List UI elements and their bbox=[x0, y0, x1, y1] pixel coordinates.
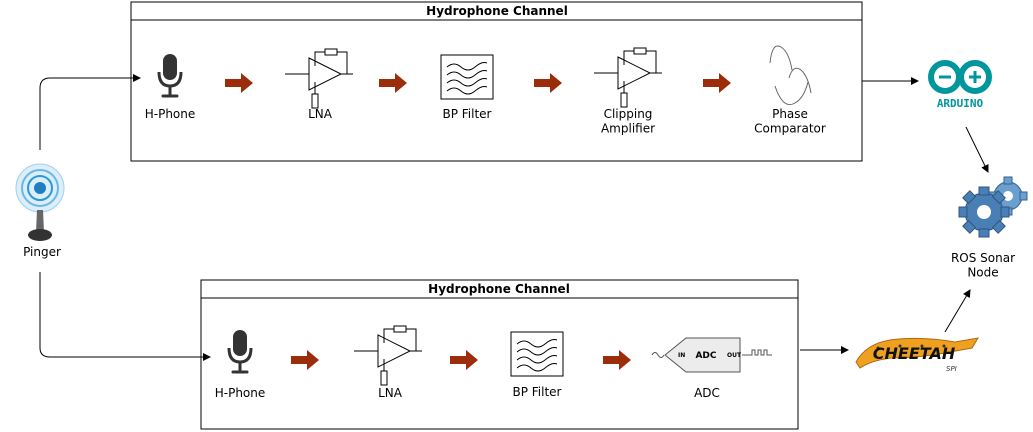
adc-icon: IN ADC OUT bbox=[651, 337, 772, 373]
bottom-adc: IN ADC OUT ADC bbox=[651, 337, 772, 400]
bottom-hphone-label: H-Phone bbox=[215, 386, 266, 400]
sine-wave-icon bbox=[769, 45, 812, 106]
pinger: Pinger bbox=[15, 163, 65, 259]
arduino-to-ros-arrow bbox=[965, 126, 989, 173]
top-lna-label: LNA bbox=[308, 107, 333, 121]
pinger-antenna-icon bbox=[15, 163, 65, 241]
pinger-to-top-hphone-arrow bbox=[39, 74, 141, 150]
arduino-logo: ARDUINO bbox=[928, 60, 992, 110]
bottom-hydrophone-channel: Hydrophone Channel H-Phone LNA BP Filter… bbox=[200, 279, 799, 430]
top-hphone-label: H-Phone bbox=[145, 107, 196, 121]
bottom-hphone: H-Phone bbox=[215, 328, 266, 400]
adc-inner-label: ADC bbox=[695, 351, 716, 361]
bottom-adc-label: ADC bbox=[694, 386, 720, 400]
top-channel-title: Hydrophone Channel bbox=[426, 4, 568, 18]
connectors bbox=[39, 74, 989, 361]
top-hydrophone-channel: Hydrophone Channel H-Phone LNA BP Filter… bbox=[130, 1, 863, 162]
bandpass-filter-icon bbox=[440, 54, 494, 100]
bottom-bp-filter: BP Filter bbox=[510, 331, 564, 399]
cheetah-icon bbox=[855, 337, 979, 369]
pinger-to-bottom-hphone-arrow bbox=[39, 272, 211, 361]
top-bpf-label: BP Filter bbox=[442, 107, 491, 121]
arduino-logo-text: ARDUINO bbox=[937, 97, 984, 110]
adc-out-label: OUT bbox=[727, 352, 742, 359]
gears-icon bbox=[958, 176, 1028, 238]
bandpass-filter-icon bbox=[510, 331, 564, 377]
pinger-label: Pinger bbox=[23, 245, 61, 259]
top-bp-filter: BP Filter bbox=[440, 54, 494, 121]
cheetah-to-ros-arrow bbox=[944, 289, 971, 333]
cheetah-logo-text: CHEETAH bbox=[873, 344, 956, 363]
top-hphone: H-Phone bbox=[145, 52, 196, 121]
cheetah-logo: CHEETAH SPI bbox=[855, 337, 979, 373]
bottom-channel-title: Hydrophone Channel bbox=[428, 282, 570, 296]
bottom-bpf-label: BP Filter bbox=[512, 385, 561, 399]
top-lna: LNA bbox=[284, 48, 354, 121]
adc-in-label: IN bbox=[678, 352, 685, 359]
arduino-infinity-icon bbox=[928, 60, 992, 94]
bottom-lna-label: LNA bbox=[378, 386, 403, 400]
bottom-lna: LNA bbox=[353, 325, 423, 400]
cheetah-spi-text: SPI bbox=[946, 365, 957, 373]
